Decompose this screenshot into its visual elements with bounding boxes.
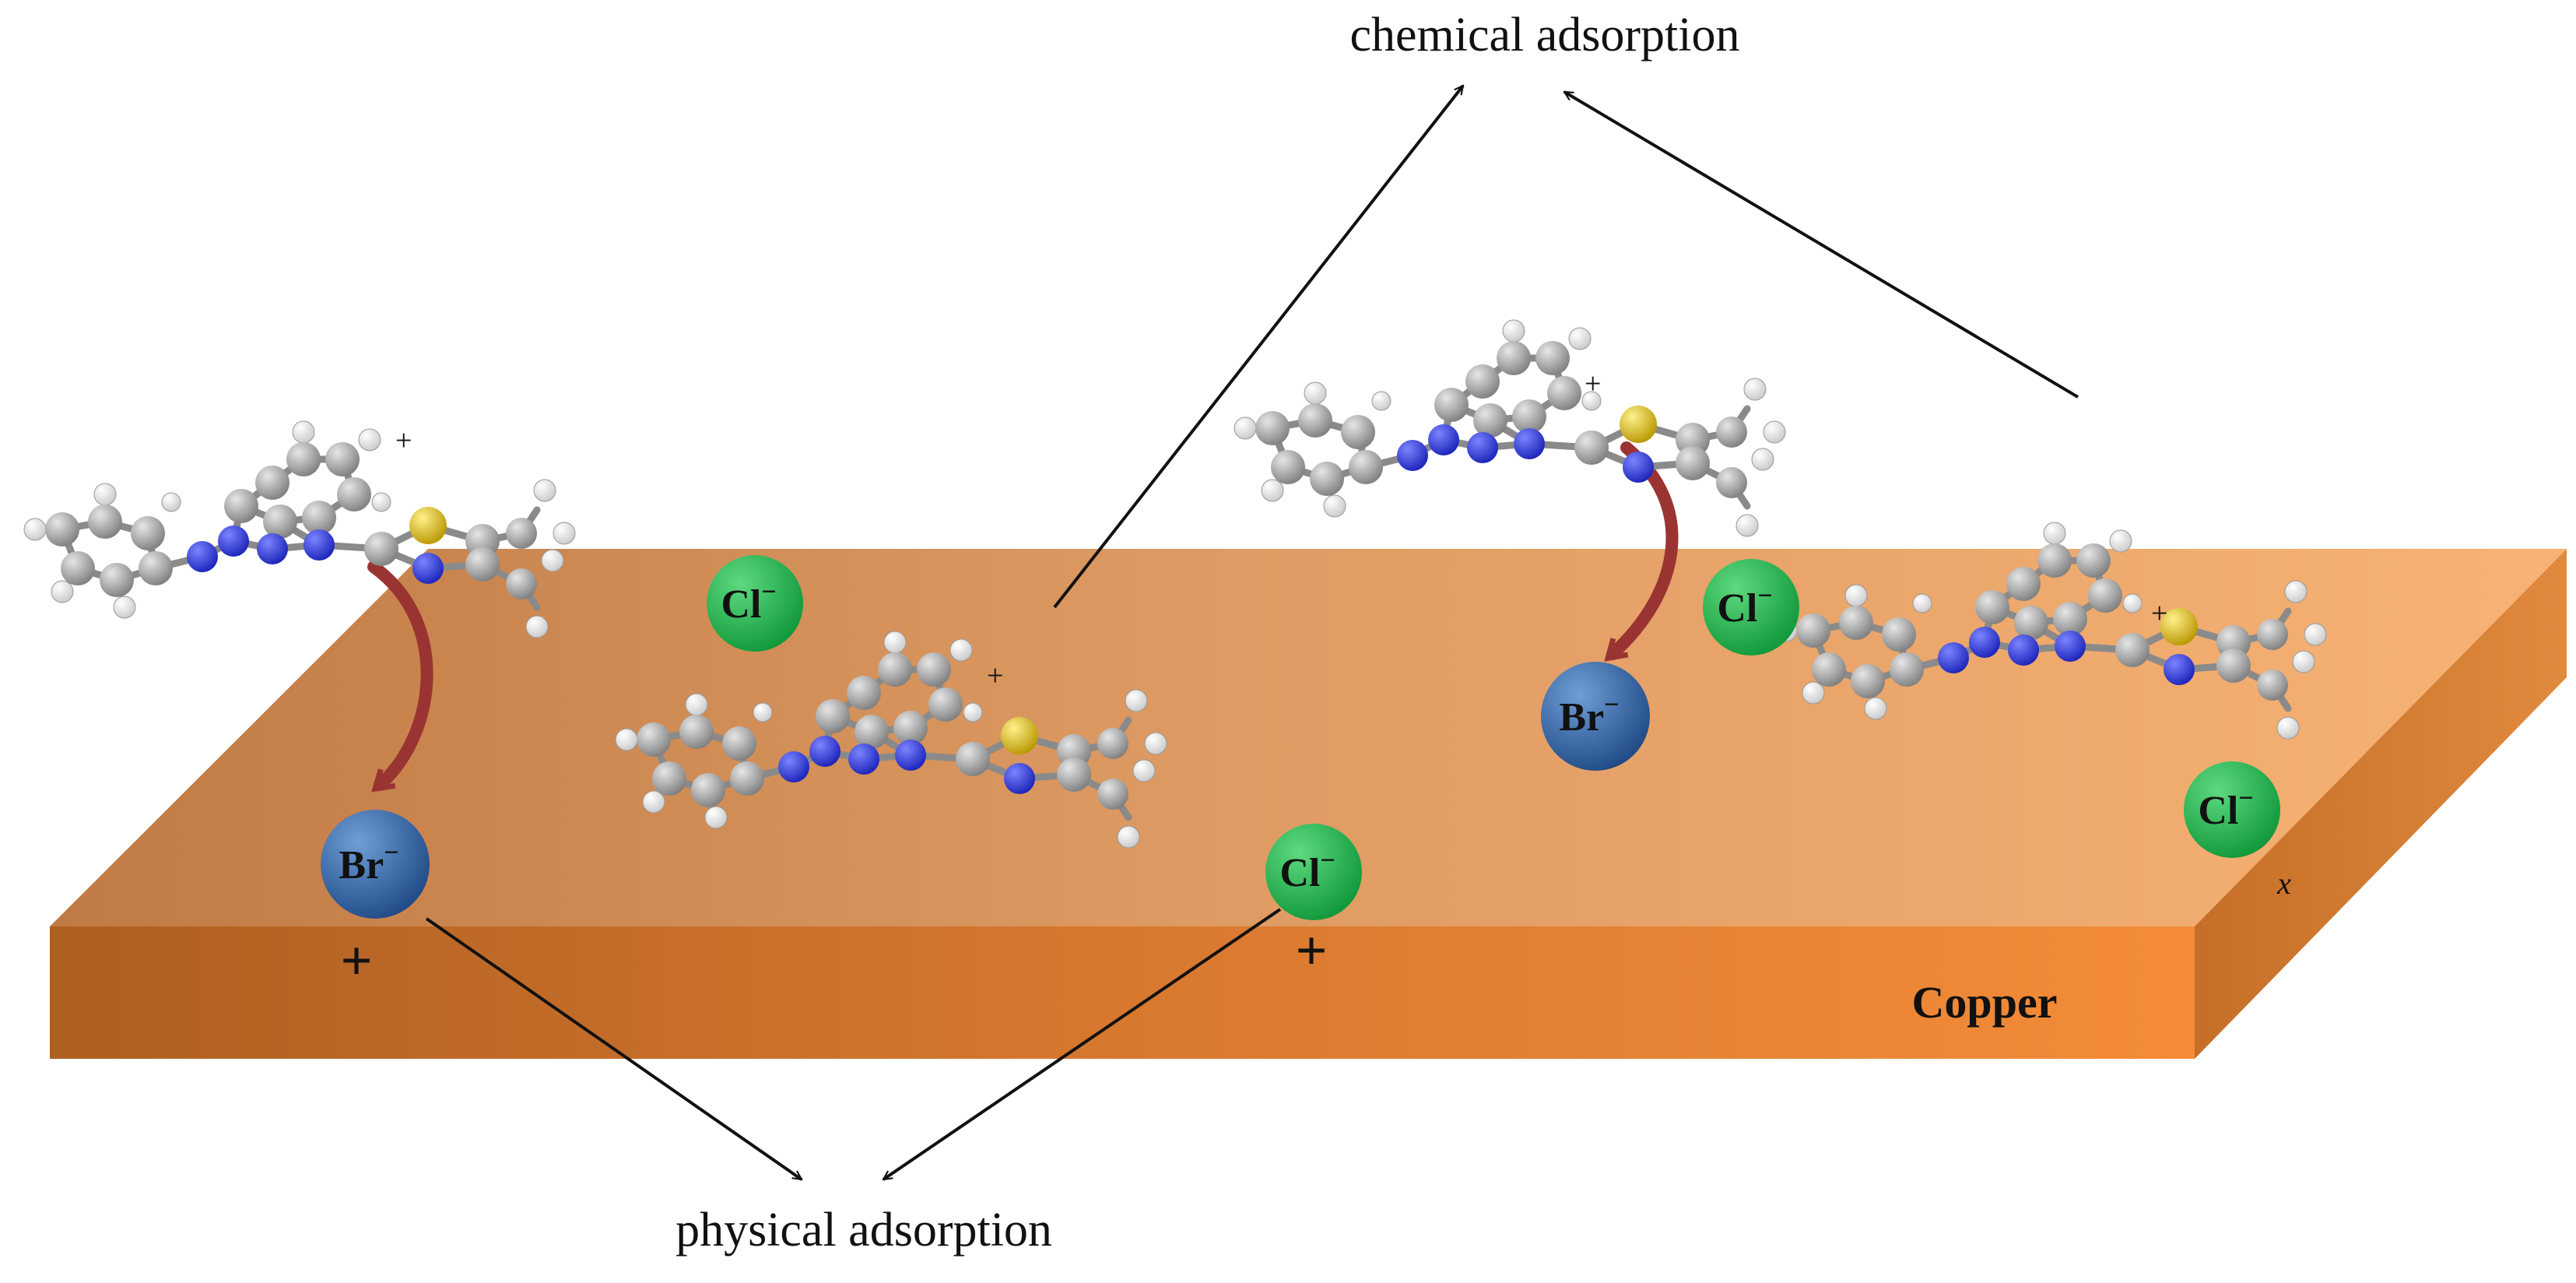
- bromide-ion-2: Br−: [1541, 662, 1650, 771]
- surface-charge-left: +: [340, 930, 372, 992]
- chloride-ion-1: Cl−: [707, 555, 803, 652]
- adsorption-arrows: [425, 86, 2079, 1181]
- bromide-ion-1: Br−: [321, 810, 430, 919]
- chloride-symbol: Cl: [721, 582, 761, 627]
- molecule-top: [1234, 320, 1785, 536]
- arrow-to-chemical-1: [1053, 86, 1465, 609]
- svg-text:Cl−: Cl−: [721, 578, 776, 627]
- curved-arrow-left: [367, 561, 433, 793]
- chloride-charge: −: [1320, 846, 1335, 875]
- small-mark: x: [2276, 866, 2291, 901]
- chloride-ion-2: Cl−: [1703, 559, 1799, 656]
- chloride-ion-4: Cl−: [2184, 761, 2280, 858]
- chloride-charge: −: [2238, 784, 2253, 813]
- arrow-to-chemical-2: [1564, 90, 2079, 399]
- slab-top-face: [50, 549, 2567, 926]
- bromide-charge: −: [384, 838, 398, 867]
- bromide-symbol: Br: [1559, 695, 1604, 740]
- chloride-charge: −: [761, 578, 776, 606]
- bromide-charge: −: [1604, 691, 1619, 719]
- copper-label: Copper: [1912, 977, 2058, 1028]
- slab-front-face: [50, 926, 2195, 1059]
- svg-text:Br−: Br−: [1559, 691, 1619, 740]
- physical-adsorption-label: physical adsorption: [676, 1204, 1052, 1257]
- cation-mark-center: +: [987, 659, 1003, 692]
- chloride-ion-3: Cl−: [1265, 824, 1362, 920]
- chloride-symbol: Cl: [2198, 789, 2238, 833]
- chemical-adsorption-label: chemical adsorption: [1350, 9, 1740, 62]
- chloride-symbol: Cl: [1717, 586, 1757, 631]
- cation-mark-right: +: [2151, 597, 2167, 630]
- bromide-symbol: Br: [339, 843, 384, 888]
- cation-mark-left: +: [395, 424, 412, 457]
- chloride-charge: −: [1757, 582, 1772, 610]
- svg-text:Cl−: Cl−: [2198, 784, 2253, 833]
- arrow-to-physical-1: [425, 917, 802, 1181]
- svg-text:Cl−: Cl−: [1279, 846, 1335, 895]
- svg-text:Br−: Br−: [339, 838, 398, 888]
- arrow-to-physical-2: [883, 908, 1282, 1181]
- svg-text:Cl−: Cl−: [1717, 582, 1772, 631]
- surface-charge-center: +: [1295, 919, 1327, 982]
- cation-mark-top: +: [1585, 367, 1601, 400]
- slab-side-face: [2195, 549, 2567, 1059]
- chloride-symbol: Cl: [1279, 851, 1320, 895]
- copper-slab: [50, 549, 2567, 1059]
